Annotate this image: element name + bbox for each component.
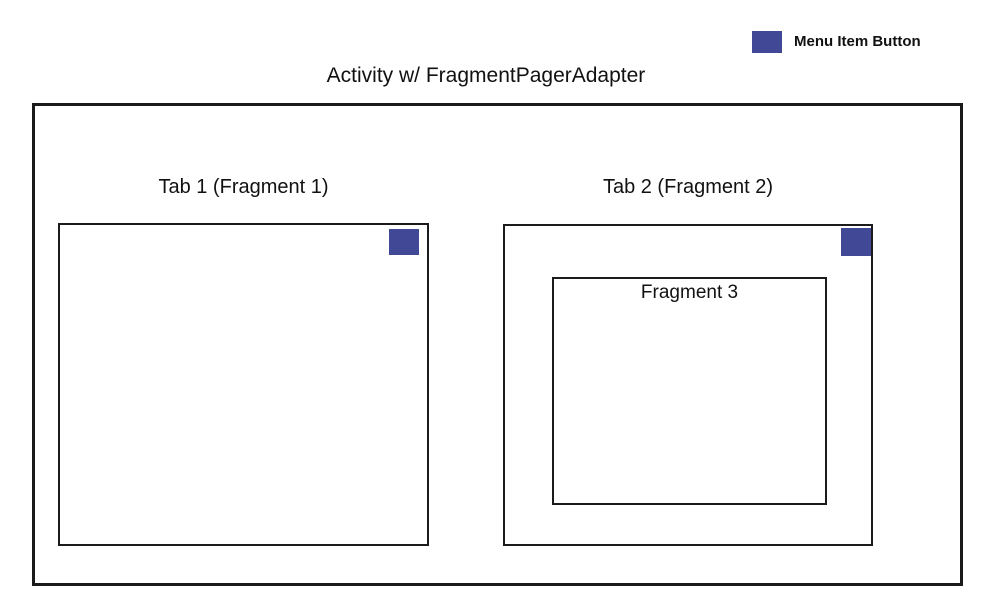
tab2-label: Tab 2 (Fragment 2) xyxy=(602,176,774,198)
fragment3-label: Fragment 3 xyxy=(640,282,739,303)
fragment3-box xyxy=(552,277,827,505)
tab2-menu-item-button-icon xyxy=(841,228,871,256)
tab1-menu-item-button-icon xyxy=(389,229,419,255)
legend-label: Menu Item Button xyxy=(794,33,921,50)
tab1-fragment-box xyxy=(58,223,429,546)
tab1-label: Tab 1 (Fragment 1) xyxy=(158,176,329,198)
menu-item-button-legend-swatch xyxy=(752,31,782,53)
diagram-title: Activity w/ FragmentPagerAdapter xyxy=(326,64,646,87)
